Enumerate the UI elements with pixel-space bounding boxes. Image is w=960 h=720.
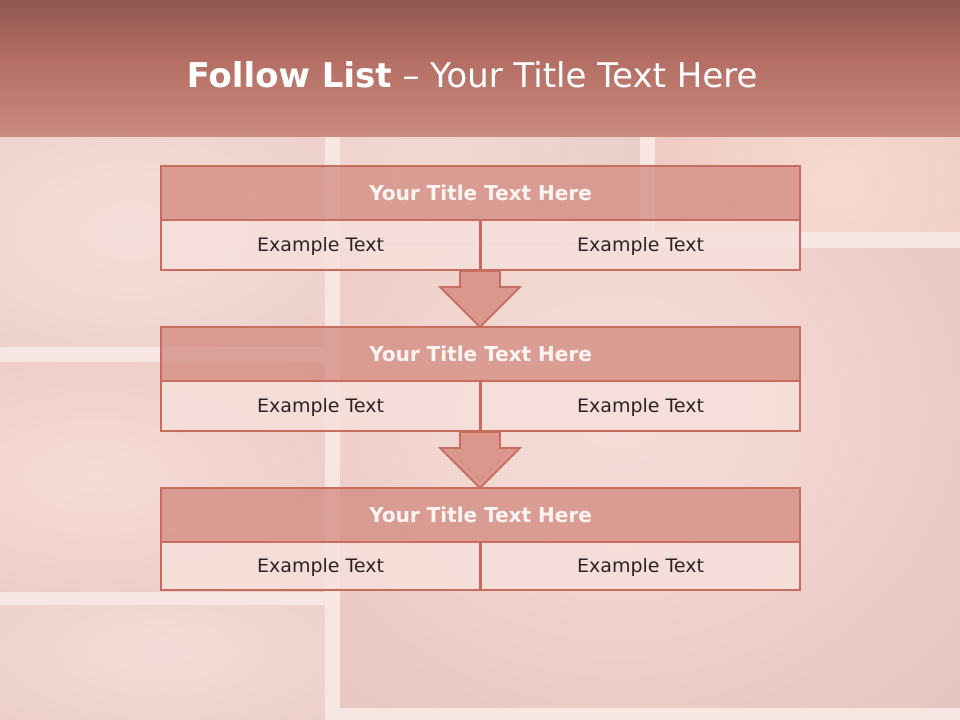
block-text-left[interactable]: Example Text <box>160 543 481 591</box>
block-row: Example Text Example Text <box>160 221 801 271</box>
list-block-2[interactable]: Your Title Text Here Example Text Exampl… <box>160 326 801 432</box>
down-arrow-icon <box>438 432 522 488</box>
block-text-right[interactable]: Example Text <box>481 221 801 271</box>
slide-title[interactable]: Follow List – Your Title Text Here <box>0 54 944 98</box>
block-text-right[interactable]: Example Text <box>481 382 801 432</box>
block-text-left[interactable]: Example Text <box>160 382 481 432</box>
list-block-1[interactable]: Your Title Text Here Example Text Exampl… <box>160 165 801 271</box>
block-text-left[interactable]: Example Text <box>160 221 481 271</box>
slide-title-rest: – Your Title Text Here <box>391 56 758 96</box>
list-block-3[interactable]: Your Title Text Here Example Text Exampl… <box>160 487 801 591</box>
title-band: Follow List – Your Title Text Here <box>0 0 960 137</box>
down-arrow-icon <box>438 271 522 327</box>
block-text-right[interactable]: Example Text <box>481 543 801 591</box>
slide-title-bold: Follow List <box>186 56 392 96</box>
block-title[interactable]: Your Title Text Here <box>160 165 801 221</box>
block-row: Example Text Example Text <box>160 382 801 432</box>
block-title[interactable]: Your Title Text Here <box>160 326 801 382</box>
block-title[interactable]: Your Title Text Here <box>160 487 801 543</box>
block-row: Example Text Example Text <box>160 543 801 591</box>
